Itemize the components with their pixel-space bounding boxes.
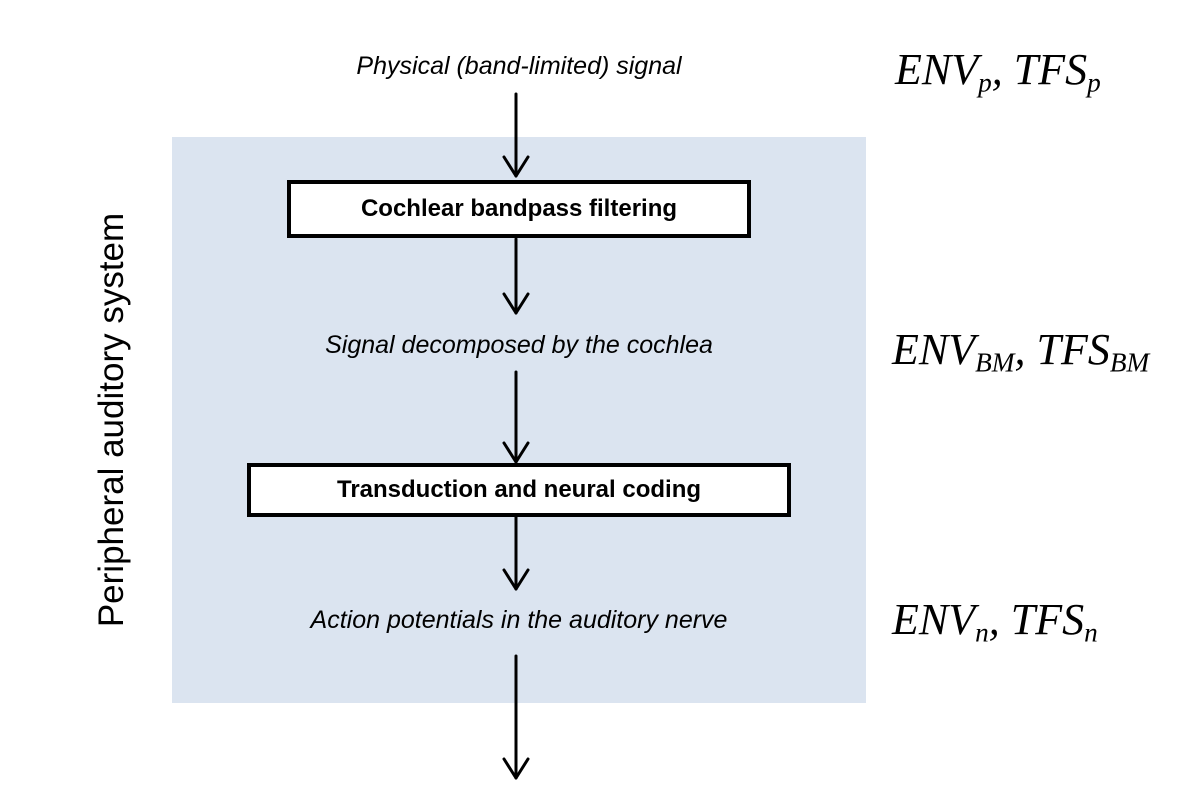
arrow-physical-to-filtering [502, 92, 530, 178]
notation-action: ENVn, TFSn [892, 595, 1098, 648]
stage-physical-signal: Physical (band-limited) signal [356, 52, 682, 80]
box-transduction-neural-coding: Transduction and neural coding [247, 463, 791, 517]
box-cochlear-bandpass-filtering: Cochlear bandpass filtering [287, 180, 751, 238]
stage-decomposed-signal: Signal decomposed by the cochlea [325, 331, 713, 359]
arrow-transduction-to-action [502, 515, 530, 591]
stage-action-potentials: Action potentials in the auditory nerve [310, 606, 728, 634]
arrow-action-output [502, 654, 530, 780]
notation-physical: ENVp, TFSp [895, 45, 1101, 98]
arrow-decomposed-to-transduction [502, 370, 530, 464]
arrow-filtering-to-decomposed [502, 237, 530, 315]
notation-decomposed: ENVBM, TFSBM [892, 325, 1150, 378]
